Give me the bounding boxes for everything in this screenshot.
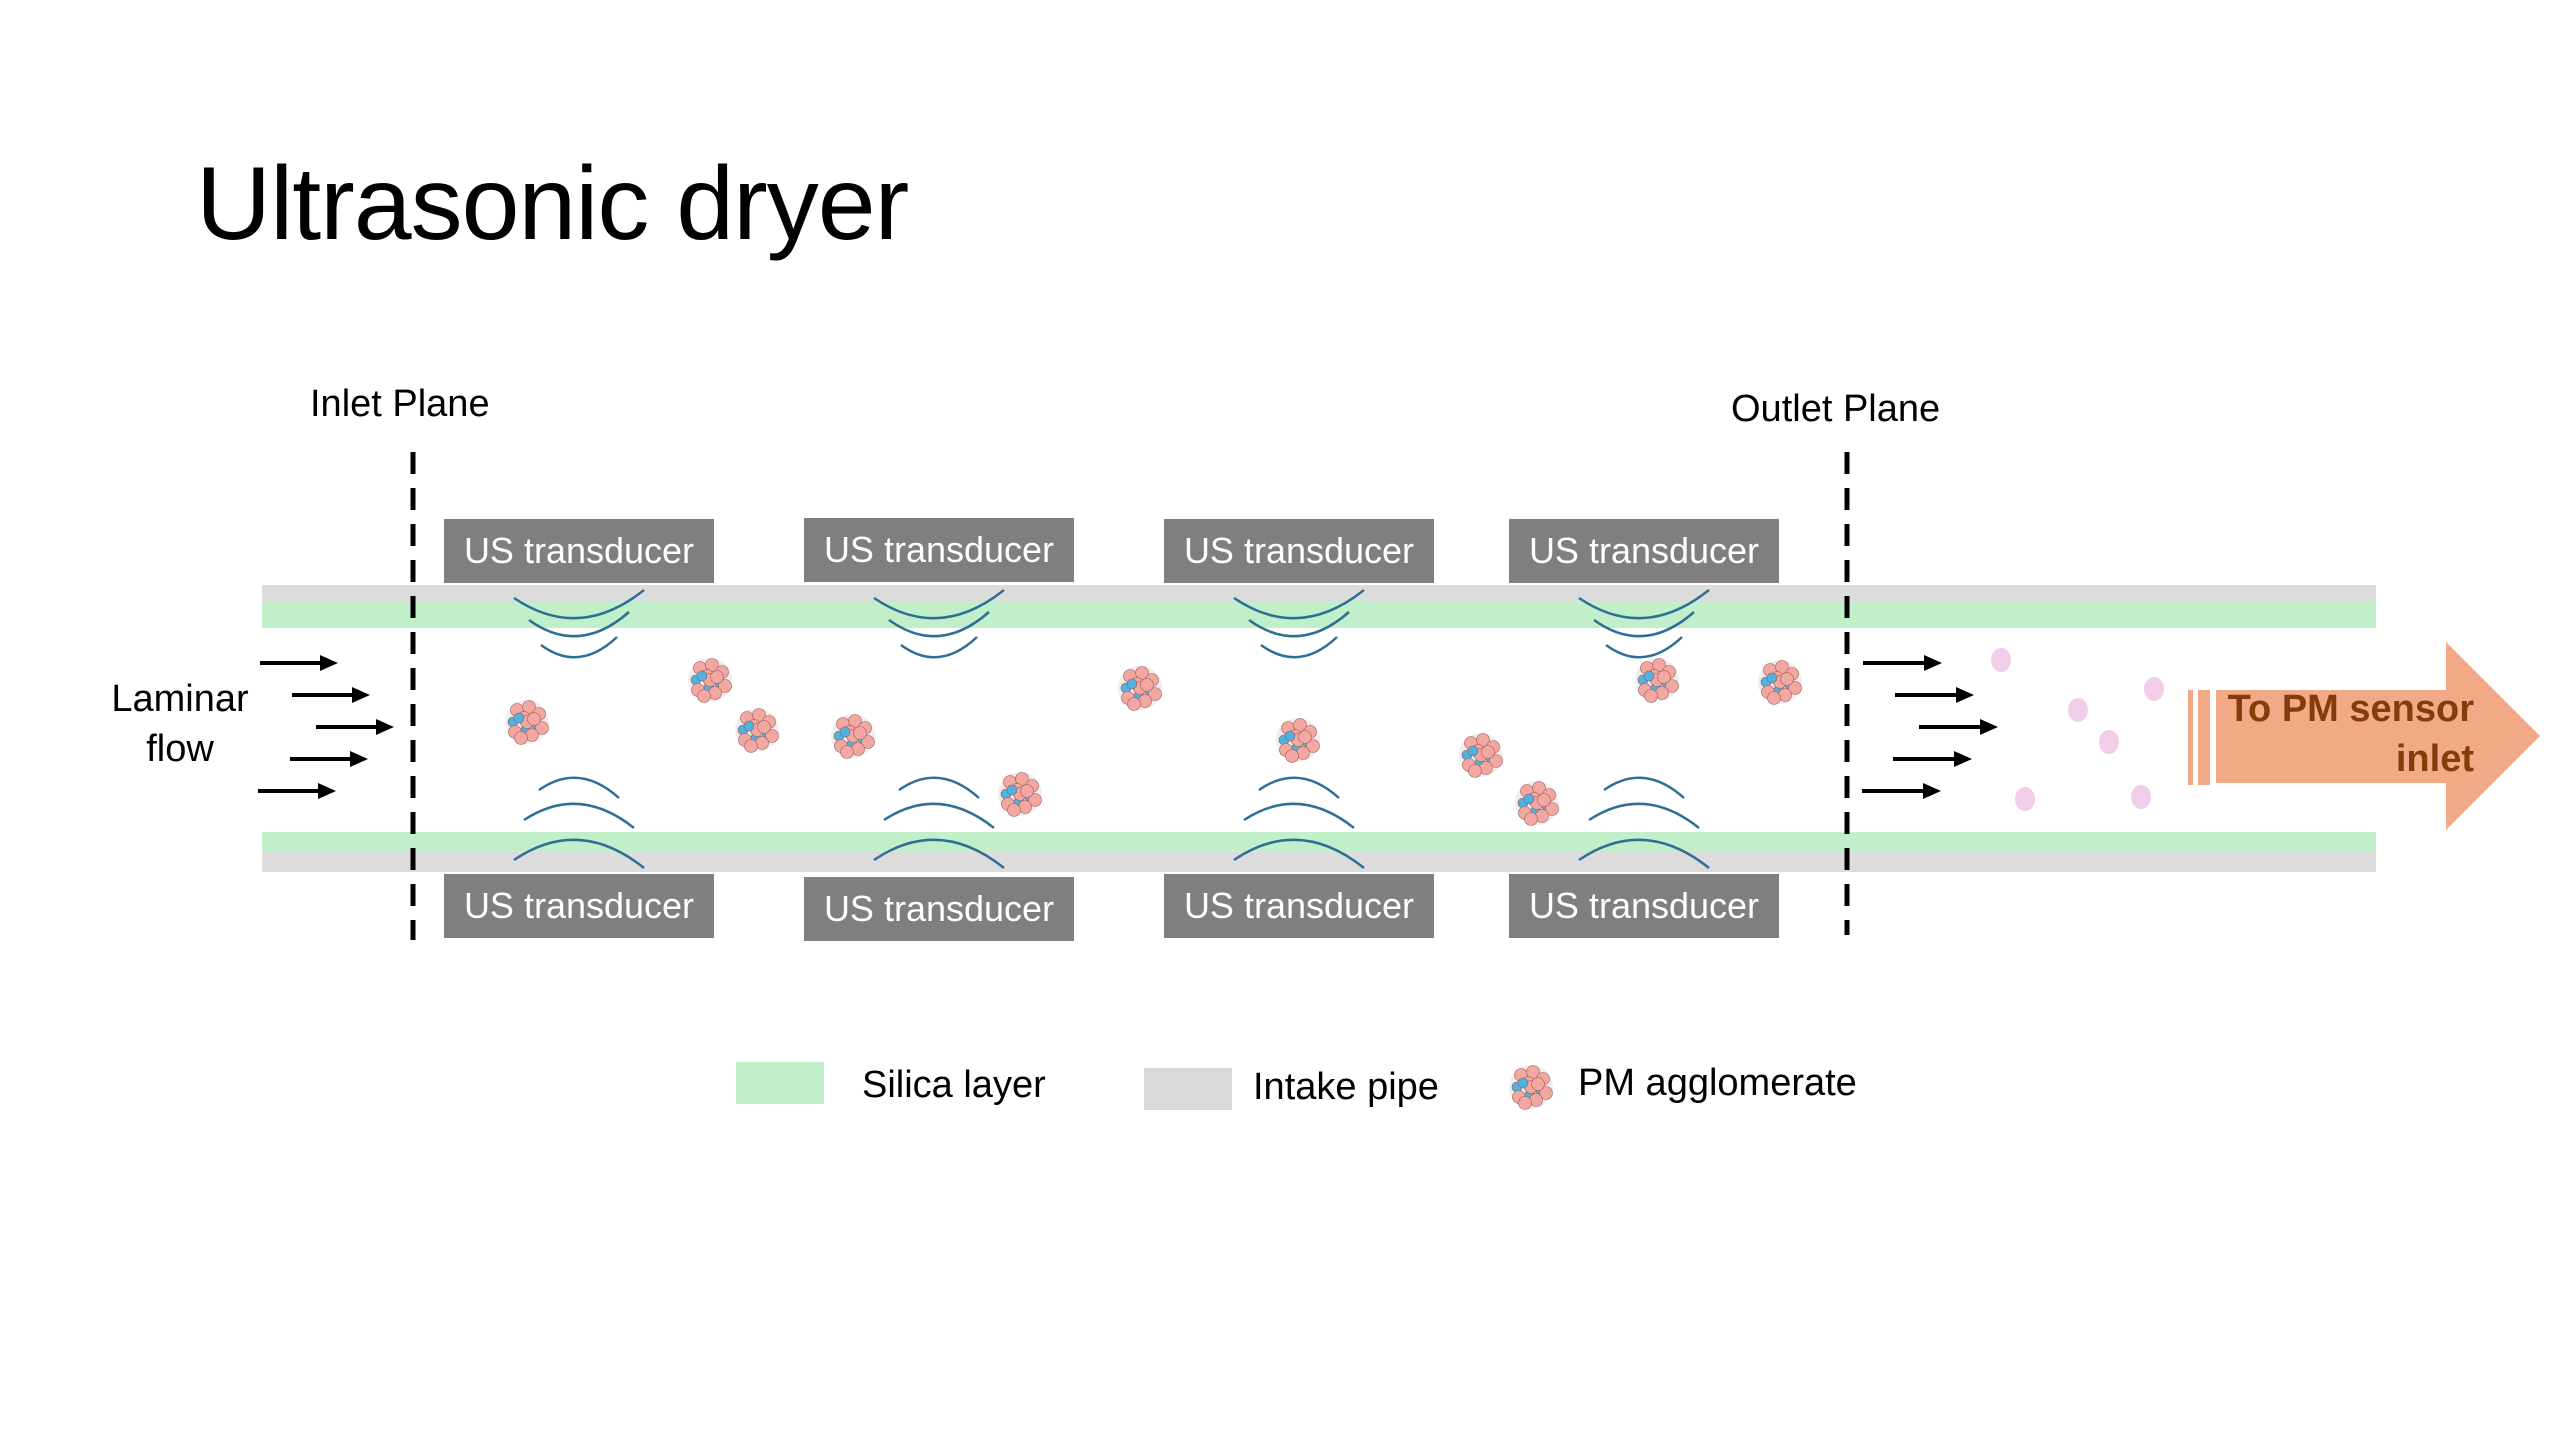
legend-pipe-label: Intake pipe (1253, 1066, 1439, 1108)
silica-layer-bottom (262, 832, 2376, 852)
legend-pipe-swatch (1144, 1068, 1232, 1110)
to-pm-sensor-line1: To PM sensor (2227, 688, 2474, 730)
pm-agglomerate (831, 714, 875, 759)
wave-arc-top (888, 611, 990, 638)
wave-arc-top (1233, 589, 1365, 620)
flow-arrow-head (1924, 655, 1942, 671)
wave-arc-top (1605, 636, 1683, 659)
dried-particle (2131, 785, 2151, 809)
wave-arc-bottom (1258, 776, 1340, 799)
legend-pm-label: PM agglomerate (1578, 1062, 1857, 1104)
dried-particle (2068, 698, 2088, 722)
inlet-plane-label: Inlet Plane (310, 383, 490, 425)
wave-arc-top (540, 636, 618, 659)
dried-particle (2015, 787, 2035, 811)
to-pm-sensor-arrow (2188, 642, 2540, 830)
transducer-top-1: US transducer (444, 519, 714, 583)
pm-agglomerate (1509, 1065, 1553, 1110)
wave-arc-bottom (1578, 838, 1710, 869)
wave-arc-bottom (1603, 776, 1685, 799)
flow-arrow-head (1923, 783, 1941, 799)
dried-particle (2099, 730, 2119, 754)
pm-agglomerate (1635, 658, 1679, 703)
pm-agglomerate (735, 708, 779, 753)
transducer-top-4: US transducer (1509, 519, 1779, 583)
wave-arc-top (528, 611, 630, 638)
pm-agglomerates (505, 658, 1802, 826)
pm-agglomerate-icon (1509, 1065, 1553, 1110)
legend-silica-swatch (736, 1062, 824, 1104)
slide-title: Ultrasonic dryer (196, 146, 909, 262)
flow-arrow-head (376, 719, 394, 735)
transducer-top-3: US transducer (1164, 519, 1434, 583)
to-pm-sensor-line2: inlet (2395, 738, 2474, 780)
intake-pipe-bottom (262, 852, 2376, 872)
flow-arrow-head (318, 783, 336, 799)
flow-arrow-head (352, 687, 370, 703)
wave-arc-bottom (873, 838, 1005, 869)
pm-agglomerate (998, 772, 1042, 817)
transducer-bottom-3: US transducer (1164, 874, 1434, 938)
dried-particle (1991, 648, 2011, 672)
wave-arc-bottom (898, 776, 980, 799)
wave-arc-bottom (883, 802, 995, 829)
wave-arc-bottom (1233, 838, 1365, 869)
flow-arrow-head (320, 655, 338, 671)
transducer-top-2: US transducer (804, 518, 1074, 582)
wave-arc-bottom (1588, 802, 1700, 829)
pm-agglomerate (1758, 660, 1802, 705)
pm-agglomerate (505, 700, 549, 745)
pm-agglomerate (1276, 718, 1320, 763)
flow-arrow-head (350, 751, 368, 767)
pm-agglomerate (1118, 666, 1162, 711)
outlet-plane-label: Outlet Plane (1731, 388, 1941, 430)
intake-pipe-top (262, 585, 2376, 603)
flow-arrow-head (1954, 751, 1972, 767)
flow-arrow-head (1956, 687, 1974, 703)
wave-arc-bottom (523, 802, 635, 829)
outlet-flow-arrows (1862, 655, 1998, 799)
wave-arc-top (1260, 636, 1338, 659)
wave-arc-top (900, 636, 978, 659)
transducer-bottom-1: US transducer (444, 874, 714, 938)
wave-arc-top (873, 589, 1005, 620)
pm-agglomerate (1459, 733, 1503, 778)
pm-agglomerate (1515, 781, 1559, 826)
flow-arrow-head (1980, 719, 1998, 735)
wave-arc-bottom (538, 776, 620, 799)
dried-particles (1991, 648, 2164, 811)
wave-arc-top (513, 589, 645, 620)
laminar-flow-label-line1: Laminar (111, 678, 249, 720)
inlet-flow-arrows (258, 655, 394, 799)
wave-arc-top (1593, 611, 1695, 638)
wave-arc-bottom (513, 838, 645, 869)
dried-particle (2144, 677, 2164, 701)
transducer-bottom-4: US transducer (1509, 874, 1779, 938)
wave-arc-bottom (1243, 802, 1355, 829)
wave-arc-top (1578, 589, 1710, 620)
to-pm-sensor-label: To PM sensor inlet (2210, 684, 2474, 784)
pm-agglomerate (688, 658, 732, 703)
ultrasonic-waves (513, 589, 1710, 869)
wave-arc-top (1248, 611, 1350, 638)
laminar-flow-label-line2: flow (146, 728, 214, 770)
legend-silica-label: Silica layer (862, 1064, 1046, 1106)
transducer-bottom-2: US transducer (804, 877, 1074, 941)
